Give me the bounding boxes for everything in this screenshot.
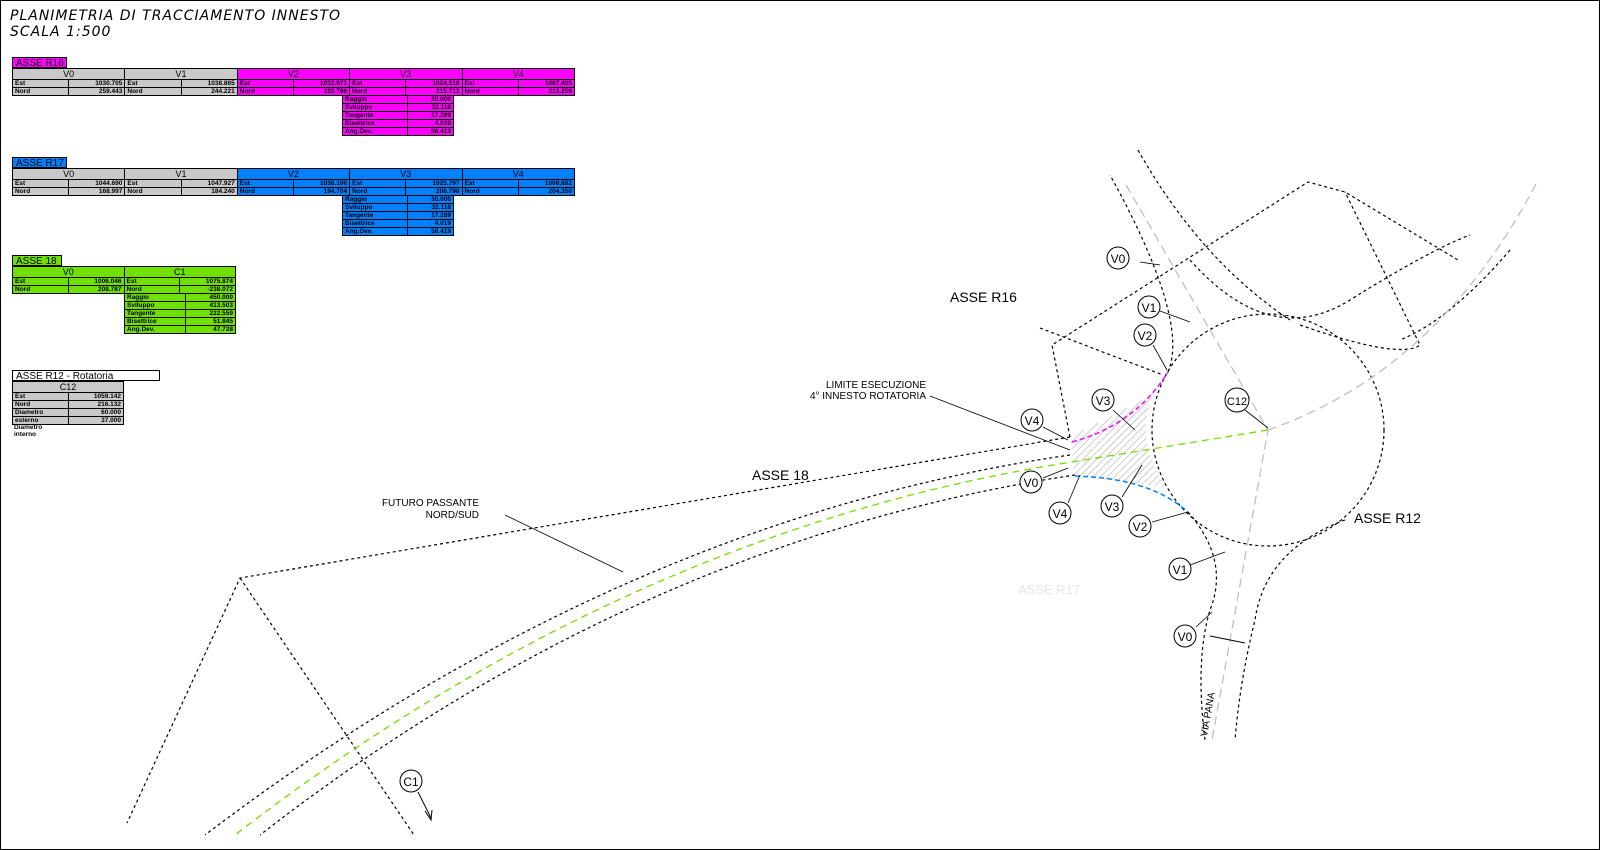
r16-col-v4: V4 — [461, 68, 575, 80]
point-r16-v0: V0 — [1106, 246, 1161, 270]
cell: 213.259 — [517, 87, 576, 96]
asse-r17-edge — [1187, 511, 1217, 741]
cell: 204.350 — [517, 187, 576, 196]
asse-r16-tangent-lines-2 — [1039, 327, 1164, 376]
point-c12-text: C12 — [1227, 396, 1247, 408]
r12-diametro-interno: Diametro interno — [14, 424, 42, 438]
title-scale: SCALA 1:500 — [10, 24, 112, 40]
point-r16-v2: V2 — [1133, 323, 1168, 371]
asse-r16-curve — [1071, 371, 1169, 443]
point-r17-v0b: V0 — [1173, 611, 1213, 648]
title-line-1: PLANIMETRIA DI TRACCIAMENTO INNESTO — [10, 8, 342, 24]
table-r16-grid: V0 V1 V2 V3 V4 Est 1030.705 Est 1038.865… — [11, 68, 576, 96]
point-r17-v3: V3 — [1100, 464, 1143, 518]
asse-r16-edge — [1109, 174, 1174, 373]
label-via-pana: VIA PANA — [1199, 691, 1218, 737]
point-c1: C1 — [399, 769, 433, 822]
point-r16-v3: V3 — [1091, 388, 1136, 431]
note-limite-line2: 4° INNESTO ROTATORIA — [810, 391, 926, 402]
cell: Nord — [236, 187, 294, 196]
ne-branch-arc — [1189, 234, 1471, 319]
point-r17-v1: V1 — [1168, 551, 1226, 581]
label-asse-r16: ASSE R16 — [950, 289, 1017, 305]
point-r16-v4-text: V4 — [1025, 414, 1040, 428]
r12-diametro-label: Diametro — [14, 424, 43, 431]
cell: Nord — [236, 87, 294, 96]
asse-18-edge-south — [259, 474, 1076, 836]
label-asse-18: ASSE 18 — [752, 467, 809, 483]
asse-r16-edge-2 — [1137, 149, 1291, 321]
note-limite-line1: LIMITE ESECUZIONE — [826, 380, 926, 391]
via-pana-section-line — [1209, 635, 1246, 644]
cell: 37.000 — [67, 416, 124, 425]
leader-futuro — [504, 514, 624, 573]
note-futuro-line1: FUTURO PASSANTE — [382, 498, 479, 509]
point-c1-text: C1 — [403, 775, 419, 789]
ne-branch-edge — [1399, 249, 1511, 341]
table-18-header: ASSE 18 — [12, 255, 62, 267]
point-r16-v2-text: V2 — [1138, 329, 1153, 343]
drawing-title: PLANIMETRIA DI TRACCIAMENTO INNESTO SCAL… — [10, 8, 341, 40]
point-r16-v3-text: V3 — [1096, 394, 1111, 408]
construction-line — [126, 436, 1071, 824]
via-pana-edge — [1234, 519, 1346, 741]
table-r17-grid: V0 V1 V2 V3 V4 Est 1044.690 Est 1047.927… — [11, 168, 576, 196]
cell: 230.796 — [292, 87, 351, 96]
point-r17-v2-text: V2 — [1133, 520, 1148, 534]
note-futuro-line2: NORD/SUD — [426, 510, 479, 521]
table-18-grid: V0 C1 Est 1006.046 Est 1075.874 Nord 208… — [12, 266, 236, 294]
point-r16-v1: V1 — [1137, 295, 1191, 323]
ne-branch-edge-2 — [1299, 191, 1421, 351]
table-r17-header: ASSE R17 — [12, 157, 67, 169]
point-r16-v1-text: V1 — [1142, 301, 1157, 315]
cell: esterno — [12, 416, 69, 425]
point-r17-v3-text: V3 — [1105, 500, 1120, 514]
point-c12: C12 — [1224, 387, 1269, 429]
cell: 194.704 — [292, 187, 351, 196]
r12-interno-label: interno — [14, 431, 37, 438]
cell: 58.419 — [406, 227, 455, 236]
cell: 47.728 — [184, 325, 237, 334]
asse-18-centerline — [234, 429, 1269, 836]
leader-limite — [929, 395, 1071, 451]
hatched-junction-area — [1070, 395, 1165, 487]
point-r17-v0: V0 — [1019, 467, 1069, 494]
point-r16-v0-text: V0 — [1111, 252, 1126, 266]
asse-r16-tangent-lines — [1051, 181, 1459, 438]
table-r16-header: ASSE R16 — [12, 57, 67, 69]
construction-line — [239, 577, 415, 836]
cell: 58.419 — [406, 127, 455, 136]
point-r17-v0b-text: V0 — [1178, 630, 1193, 644]
label-asse-r17-faded: ASSE R17 — [1018, 582, 1080, 597]
asse-r17-curve — [1074, 475, 1189, 513]
point-r17-v4-text: V4 — [1053, 507, 1068, 521]
point-r16-v4: V4 — [1020, 408, 1069, 441]
point-r17-v4: V4 — [1048, 474, 1081, 525]
label-asse-r12: ASSE R12 — [1354, 510, 1421, 526]
point-r17-v1-text: V1 — [1173, 563, 1188, 577]
point-r17-v2: V2 — [1128, 511, 1189, 538]
arrow-head-icon — [424, 809, 433, 822]
roundabout-centerline-ne — [1267, 179, 1539, 431]
asse-18-edge-north — [204, 454, 1071, 836]
point-r17-v0-text: V0 — [1024, 476, 1039, 490]
